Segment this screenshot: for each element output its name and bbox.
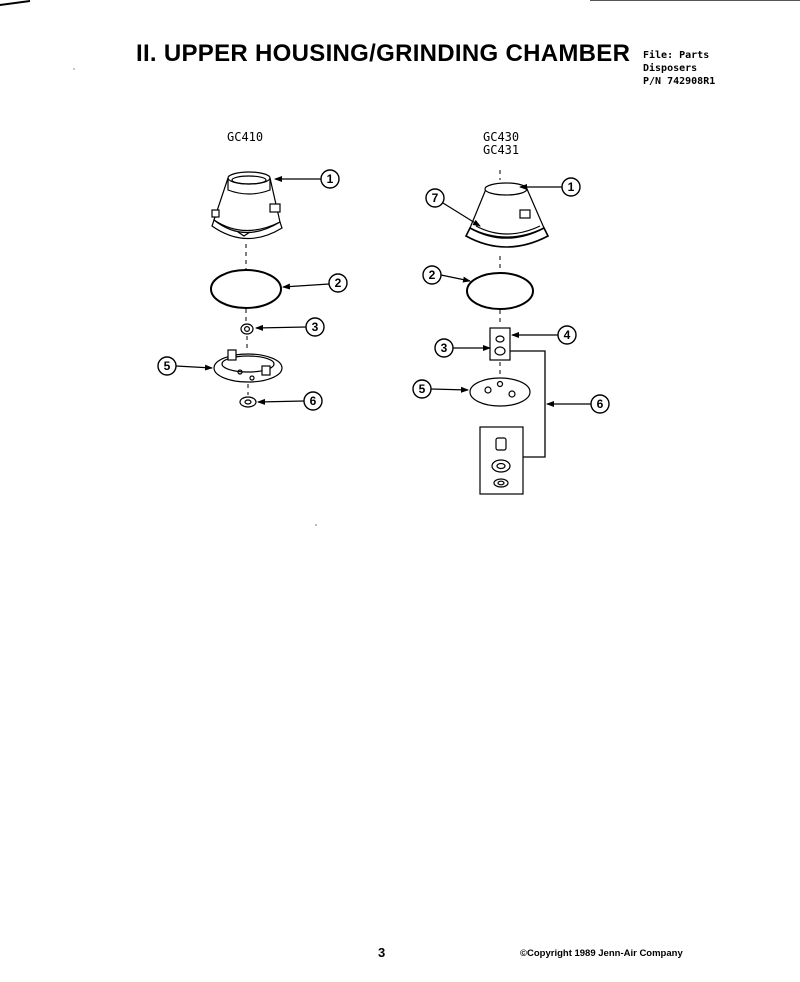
callout-bubble: 2 — [328, 273, 348, 293]
corner-mark — [0, 0, 30, 6]
scan-speck — [73, 68, 75, 70]
page-title: II. UPPER HOUSING/GRINDING CHAMBER — [136, 40, 631, 67]
washer-part — [239, 396, 257, 408]
callout-bubble: 4 — [557, 325, 577, 345]
right-callouts: 1 7 2 4 3 5 6 — [412, 177, 610, 414]
callout-bubble: 2 — [422, 265, 442, 285]
grinding-plate-part — [469, 377, 531, 407]
callout-number: 5 — [419, 382, 426, 396]
gasket-part — [210, 269, 282, 309]
model-label-left: GC410 — [227, 130, 264, 144]
callout-bubble: 3 — [434, 338, 454, 358]
callout-number: 2 — [335, 276, 342, 290]
callout-bubble: 1 — [320, 169, 340, 189]
top-rule — [590, 0, 800, 1]
callout-number: 7 — [432, 191, 439, 205]
callout-number: 3 — [441, 341, 448, 355]
kit-parts — [491, 437, 511, 488]
callout-number: 3 — [312, 320, 319, 334]
file-info: File: Parts Disposers P/N 742908R1 — [643, 49, 715, 88]
callout-number: 6 — [597, 397, 604, 411]
callout-bubble: 7 — [425, 188, 445, 208]
callout-number: 4 — [564, 328, 571, 342]
callout-bubble: 6 — [303, 391, 323, 411]
callout-bubble: 5 — [157, 356, 177, 376]
copyright-notice: ©Copyright 1989 Jenn-Air Company — [520, 948, 683, 959]
upper-housing-part — [464, 182, 550, 248]
left-callouts: 1 2 3 5 6 — [157, 169, 348, 411]
callout-bubble: 3 — [305, 317, 325, 337]
model-label: GC430 — [483, 130, 520, 144]
left-assembly — [175, 171, 330, 408]
scan-speck — [315, 524, 317, 526]
page-number: 3 — [378, 945, 386, 960]
file-info-line: File: Parts — [643, 50, 710, 61]
callout-bubble: 5 — [412, 379, 432, 399]
gasket-part — [466, 272, 534, 310]
file-info-line: Disposers — [643, 63, 698, 74]
nut-part — [240, 323, 254, 335]
callout-number: 5 — [164, 359, 171, 373]
grinding-plate-part — [213, 349, 283, 383]
right-assembly — [430, 170, 591, 495]
callout-bubble: 6 — [590, 394, 610, 414]
callout-bubble: 1 — [561, 177, 581, 197]
callout-number: 1 — [327, 172, 334, 186]
callout-number: 1 — [568, 180, 575, 194]
model-label: GC431 — [483, 143, 520, 157]
file-info-line: P/N 742908R1 — [643, 76, 716, 87]
model-label-right: GC430 GC431 — [483, 131, 519, 157]
upper-housing-part — [211, 171, 283, 240]
callout-number: 2 — [429, 268, 436, 282]
callout-number: 6 — [310, 394, 317, 408]
